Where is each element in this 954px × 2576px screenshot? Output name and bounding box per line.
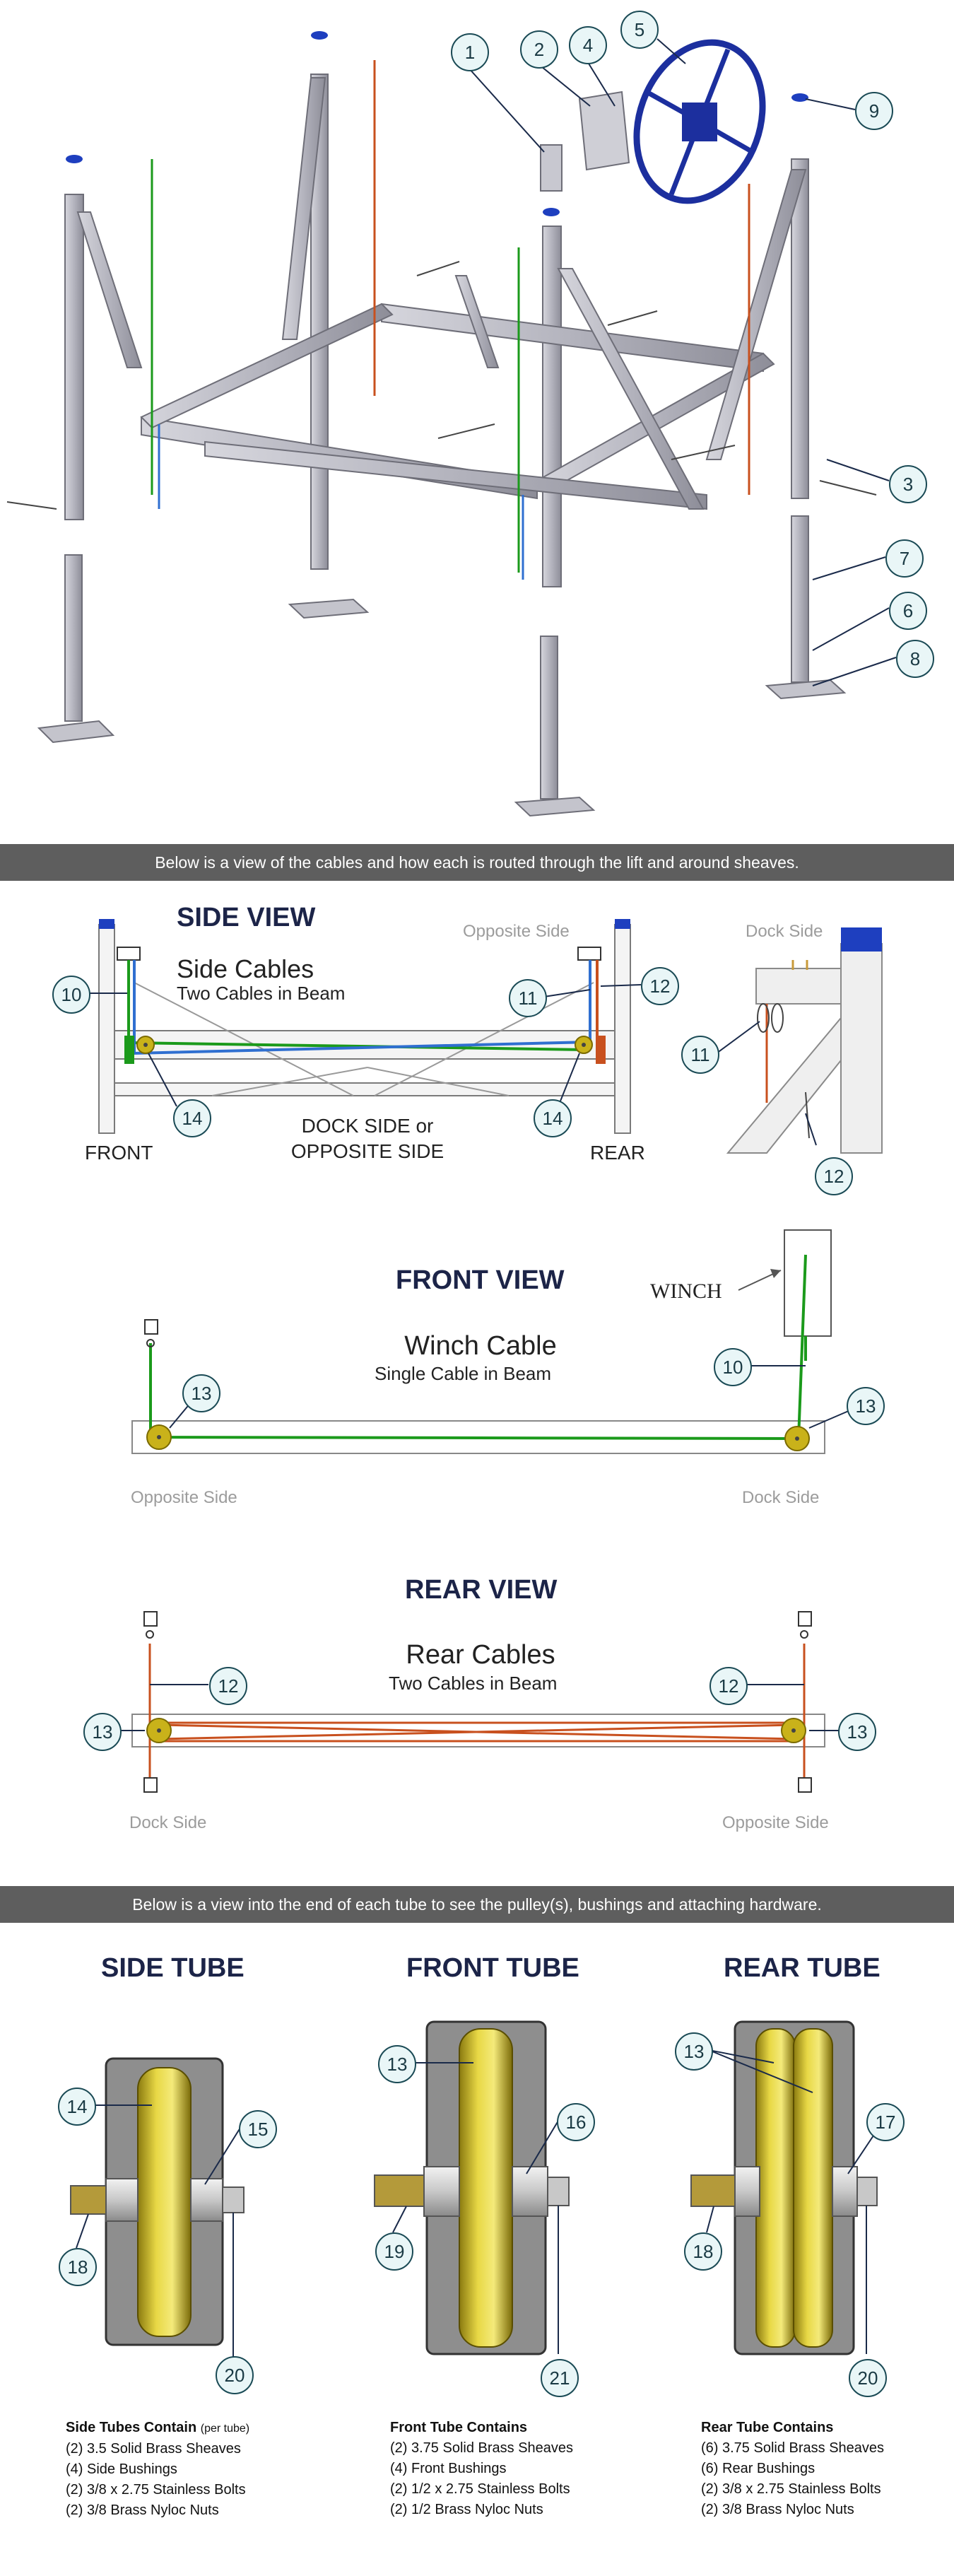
front-tube-contents: Front Tube Contains (2) 3.75 Solid Brass… [390,2418,573,2520]
beam-left [140,303,394,429]
front-tube-title: FRONT TUBE [406,1953,579,1983]
post-back-right [791,158,809,499]
front-tube-callout-16: 16 [557,2103,595,2141]
side-tube-title: SIDE TUBE [101,1953,245,1983]
rear-tube-title: REAR TUBE [724,1953,881,1983]
dock-callout-12: 12 [815,1157,853,1195]
list-item: (2) 3/8 x 2.75 Stainless Bolts [701,2481,881,2497]
front-callout-13-right: 13 [847,1387,885,1425]
list-item: (2) 3.5 Solid Brass Sheaves [66,2441,241,2457]
brace-3 [705,169,807,460]
list-item: (6) Rear Bushings [701,2461,815,2476]
brace-5 [454,275,500,368]
side-view-heading: Side Cables [177,954,314,983]
rear-tube-callout-17: 17 [866,2103,905,2141]
leg-front-left [64,554,83,722]
front-tube-callout-13: 13 [378,2045,416,2083]
winch-label: WINCH [650,1280,722,1303]
brace-4 [557,268,705,510]
list-item: (4) Side Bushings [66,2461,177,2477]
banner-tubes: Below is a view into the end of each tub… [0,1886,954,1923]
callout-8: 8 [896,640,934,678]
exploded-view [0,0,954,841]
list-item: (2) 1/2 x 2.75 Stainless Bolts [390,2481,570,2497]
callout-5: 5 [620,11,659,49]
side-tube-contents-title: Side Tubes Contain [66,2420,197,2435]
front-callout-10: 10 [714,1348,752,1386]
front-tube-contents-title: Front Tube Contains [390,2420,528,2435]
side-tube-callout-18: 18 [59,2248,97,2286]
side-rear-label: REAR [590,1142,645,1164]
callout-7: 7 [885,539,924,578]
side-callout-10: 10 [52,976,90,1014]
rear-callout-12-right: 12 [709,1667,748,1705]
side-tube-contents: Side Tubes Contain (per tube) (2) 3.5 So… [66,2418,249,2521]
list-item: (2) 1/2 Brass Nyloc Nuts [390,2502,543,2517]
rear-view-title: REAR VIEW [405,1575,558,1605]
rear-tube-callout-18: 18 [684,2232,722,2271]
side-view-title: SIDE VIEW [177,903,316,932]
brace-1 [76,211,143,368]
callout-9: 9 [855,92,893,130]
side-tube-contents-note: (per tube) [200,2423,250,2435]
dock-callout-11: 11 [681,1036,719,1074]
side-tube-callout-20: 20 [216,2356,254,2394]
side-dock-side: Dock Side [746,922,823,941]
banner-cables: Below is a view of the cables and how ea… [0,844,954,881]
list-item: (2) 3.75 Solid Brass Sheaves [390,2440,574,2456]
list-item: (2) 3/8 Brass Nyloc Nuts [66,2502,219,2518]
side-callout-14-right: 14 [534,1099,572,1137]
brace-2 [281,77,326,340]
front-tube-callout-21: 21 [541,2359,579,2397]
callout-2: 2 [520,30,558,69]
exploded-view-drawing [6,31,897,817]
side-view-subheading: Two Cables in Beam [177,983,346,1004]
front-view-title: FRONT VIEW [396,1265,565,1295]
rear-tube-contents-title: Rear Tube Contains [701,2420,834,2435]
rear-callout-12-left: 12 [209,1667,247,1705]
beam-lower [204,440,707,510]
leg-front-right [540,636,558,800]
side-opposite-side: Opposite Side [463,922,570,941]
callout-1: 1 [451,33,489,71]
rear-opposite-side: Opposite Side [722,1813,829,1832]
front-tube-callout-19: 19 [375,2232,413,2271]
rear-view-subheading: Two Cables in Beam [389,1673,558,1694]
front-dock-side: Dock Side [742,1488,820,1507]
list-item: (6) 3.75 Solid Brass Sheaves [701,2440,885,2456]
front-view-subheading: Single Cable in Beam [375,1363,552,1384]
front-view-heading: Winch Cable [404,1331,557,1361]
rear-view-heading: Rear Cables [406,1640,555,1670]
side-center-label-1: DOCK SIDE or [301,1115,434,1137]
rear-tube-contents: Rear Tube Contains (6) 3.75 Solid Brass … [701,2418,884,2520]
list-item: (2) 3/8 x 2.75 Stainless Bolts [66,2482,246,2498]
post-front-left [64,194,84,520]
side-center-label-2: OPPOSITE SIDE [290,1140,444,1162]
front-opposite-side: Opposite Side [131,1488,237,1507]
list-item: (4) Front Bushings [390,2461,507,2476]
rear-callout-13-right: 13 [838,1713,876,1751]
side-front-label: FRONT [85,1142,153,1164]
side-tube-callout-14: 14 [58,2088,96,2126]
callout-4: 4 [569,26,607,64]
rear-tube-callout-20: 20 [849,2359,887,2397]
post-front-right [542,226,562,587]
list-item: (2) 3/8 Brass Nyloc Nuts [701,2502,854,2517]
rear-dock-side: Dock Side [129,1813,207,1832]
side-callout-11: 11 [509,979,547,1017]
callout-6: 6 [889,592,927,630]
side-callout-14-left: 14 [173,1099,211,1137]
side-tube-callout-15: 15 [239,2110,277,2148]
side-callout-12: 12 [641,967,679,1005]
rear-callout-13-left: 13 [83,1713,122,1751]
rear-tube-callout-13: 13 [675,2032,713,2071]
front-callout-13-left: 13 [182,1374,220,1412]
callout-3: 3 [889,465,927,503]
